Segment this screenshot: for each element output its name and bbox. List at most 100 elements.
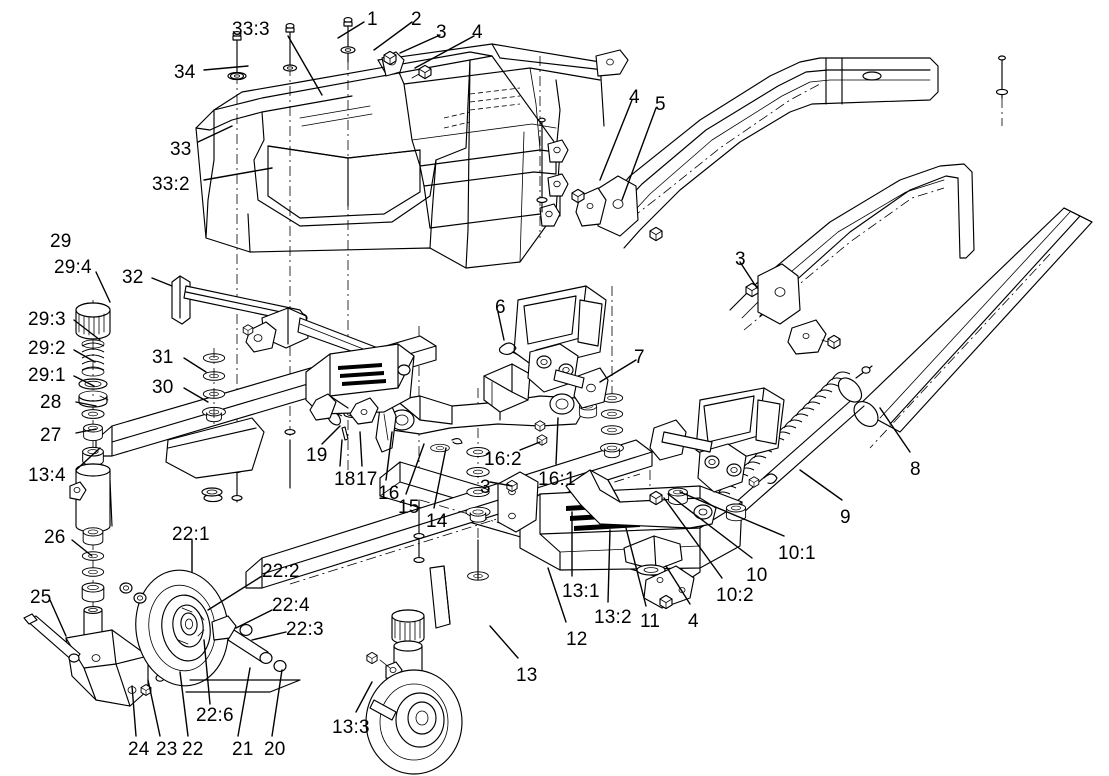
leader-line-10_1 xyxy=(679,491,785,537)
callout-label-3a: 3 xyxy=(436,22,447,43)
leader-line-33 xyxy=(197,125,233,143)
leader-line-6 xyxy=(497,311,505,341)
callout-label-24: 24 xyxy=(128,739,150,760)
callout-label-4b: 4 xyxy=(629,87,640,108)
leader-line-4c xyxy=(665,565,691,605)
part-13-caster-right xyxy=(365,609,463,775)
callout-label-18: 18 xyxy=(334,469,356,490)
right-hood-bolts xyxy=(536,55,1009,213)
washer-stack-right xyxy=(600,393,624,459)
leader-line-22_2 xyxy=(207,575,263,611)
leader-line-28 xyxy=(75,401,97,407)
callout-label-23: 23 xyxy=(156,739,178,760)
callout-label-29: 29 xyxy=(50,231,72,252)
leader-line-26 xyxy=(71,539,93,557)
callout-label-31: 31 xyxy=(152,347,174,368)
leader-line-18 xyxy=(339,439,343,467)
part-8-handle-tube xyxy=(853,207,1093,449)
leader-line-3c xyxy=(489,481,513,487)
callout-label-12: 12 xyxy=(566,629,588,650)
callout-label-3b: 3 xyxy=(735,249,746,270)
callout-label-10: 10 xyxy=(746,565,768,586)
callout-label-16_1: 16:1 xyxy=(538,469,576,490)
leader-line-33_3 xyxy=(287,35,323,96)
leader-line-8 xyxy=(879,407,911,453)
callout-label-4c: 4 xyxy=(688,611,699,632)
part-pedal-left xyxy=(498,285,609,409)
part-33-cover xyxy=(195,51,561,269)
leader-line-1 xyxy=(337,21,365,39)
leader-line-22_3 xyxy=(251,631,287,641)
leader-line-9 xyxy=(799,469,843,501)
callout-label-29_3: 29:3 xyxy=(28,309,66,330)
leader-line-3b xyxy=(739,261,758,289)
callout-label-21: 21 xyxy=(232,739,254,760)
leader-line-22_4 xyxy=(235,609,273,629)
part-caster-fork-left xyxy=(23,613,165,707)
part-33-3-bolt xyxy=(282,23,298,72)
callout-label-22_2: 22:2 xyxy=(262,561,300,582)
leader-line-17 xyxy=(359,431,363,467)
leader-line-21 xyxy=(237,667,251,737)
leader-line-22 xyxy=(179,671,189,737)
callout-label-6: 6 xyxy=(495,297,506,318)
leader-line-16_2 xyxy=(519,441,541,451)
leader-line-3a xyxy=(399,34,441,54)
callout-label-1: 1 xyxy=(367,9,378,30)
part-5-handle-bracket xyxy=(571,175,663,242)
leader-line-13_4 xyxy=(75,447,101,471)
leader-line-7 xyxy=(599,359,637,383)
callout-label-22_4: 22:4 xyxy=(272,595,310,616)
leader-line-12 xyxy=(547,567,567,623)
part-34-bolt xyxy=(227,31,247,81)
callout-leader-lines xyxy=(49,21,911,737)
leader-line-30 xyxy=(183,387,209,403)
leader-line-2 xyxy=(373,21,413,51)
callout-label-34: 34 xyxy=(174,62,196,83)
leader-line-16_1 xyxy=(555,417,559,465)
callout-label-9: 9 xyxy=(840,507,851,528)
part-16-swing-arm xyxy=(375,363,598,453)
frame-fasteners xyxy=(165,417,479,581)
callout-label-16_2: 16:2 xyxy=(484,449,522,470)
leader-line-29_2 xyxy=(73,349,96,363)
callout-label-3c: 3 xyxy=(480,477,491,498)
callout-label-2: 2 xyxy=(411,9,422,30)
leader-line-16 xyxy=(385,431,393,481)
callout-label-33: 33 xyxy=(170,139,192,160)
callout-label-20: 20 xyxy=(264,739,286,760)
callout-label-17: 17 xyxy=(356,469,378,490)
leader-line-15 xyxy=(405,443,425,495)
callout-label-32: 32 xyxy=(122,267,144,288)
leader-line-11 xyxy=(625,527,647,607)
callout-label-33_3: 33:3 xyxy=(232,19,270,40)
leader-line-13_3 xyxy=(355,681,373,713)
part-1-bolt xyxy=(340,17,356,63)
callout-label-13_1: 13:1 xyxy=(562,581,600,602)
callout-label-13_2: 13:2 xyxy=(594,607,632,628)
callout-label-27: 27 xyxy=(40,425,62,446)
callout-label-10_2: 10:2 xyxy=(716,585,754,606)
callout-label-7: 7 xyxy=(634,347,645,368)
leader-line-10 xyxy=(667,493,753,559)
callout-label-10_1: 10:1 xyxy=(778,543,816,564)
callout-label-13_4: 13:4 xyxy=(28,465,66,486)
callout-label-11: 11 xyxy=(640,611,661,632)
callout-label-8: 8 xyxy=(910,459,921,480)
leader-line-19 xyxy=(321,425,341,445)
callout-label-15: 15 xyxy=(398,497,420,518)
callout-label-5a: 5 xyxy=(655,94,666,115)
leader-line-29_4 xyxy=(95,271,111,303)
callout-label-4a: 4 xyxy=(472,22,483,43)
leader-line-25 xyxy=(49,599,67,637)
part-2-nut xyxy=(383,50,397,66)
callout-label-16: 16 xyxy=(378,483,400,504)
leader-line-5a xyxy=(621,107,657,201)
callout-label-25: 25 xyxy=(30,587,52,608)
callout-label-30: 30 xyxy=(152,377,174,398)
callout-label-28: 28 xyxy=(40,392,62,413)
leader-line-29_1 xyxy=(73,375,95,387)
callout-label-29_2: 29:2 xyxy=(28,338,66,359)
